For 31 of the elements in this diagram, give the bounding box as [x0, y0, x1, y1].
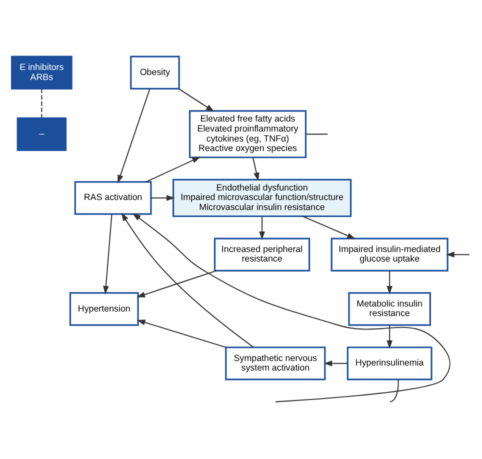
arrow: [178, 88, 214, 112]
node-box: E inhibitors ARBs: [11, 56, 72, 90]
node-box: Elevated free fatty acids Elevated proinflammatory cytokines (eg, TNFα) Reactive oxygen species: [188, 110, 307, 158]
arrow: [121, 212, 254, 348]
arrow: [146, 156, 201, 182]
arrow: [386, 270, 393, 294]
node-box: –: [16, 117, 67, 152]
arrow: [302, 216, 356, 240]
connector: [390, 380, 399, 402]
arrow: [118, 88, 150, 184]
node-box: Sympathetic nervous system activation: [225, 346, 326, 380]
arrow: [324, 360, 348, 366]
node-box: RAS activation: [74, 181, 152, 215]
arrow: [151, 195, 175, 201]
node-box: Metabolic insulin resistance: [348, 292, 431, 326]
connector: [41, 88, 42, 118]
arrow: [259, 216, 265, 240]
node-box: Hypertension: [69, 292, 139, 326]
arrow: [103, 214, 112, 294]
arrow: [386, 325, 393, 349]
node-box: Impaired insulin-mediated glucose uptake: [330, 238, 448, 272]
arrow: [136, 320, 226, 348]
node-box: Endothelial dysfunction Impaired microvascular function/structure Microvascular insulin resistance: [172, 178, 352, 218]
arrow: [446, 252, 470, 258]
connector: [306, 134, 328, 135]
arrow: [252, 157, 260, 181]
node-box: Hyperinsulinemia: [346, 346, 432, 380]
arrow: [132, 213, 450, 402]
arrow: [136, 270, 217, 298]
node-box: Increased peripheral resistance: [214, 238, 310, 272]
node-box: Obesity: [130, 56, 180, 90]
